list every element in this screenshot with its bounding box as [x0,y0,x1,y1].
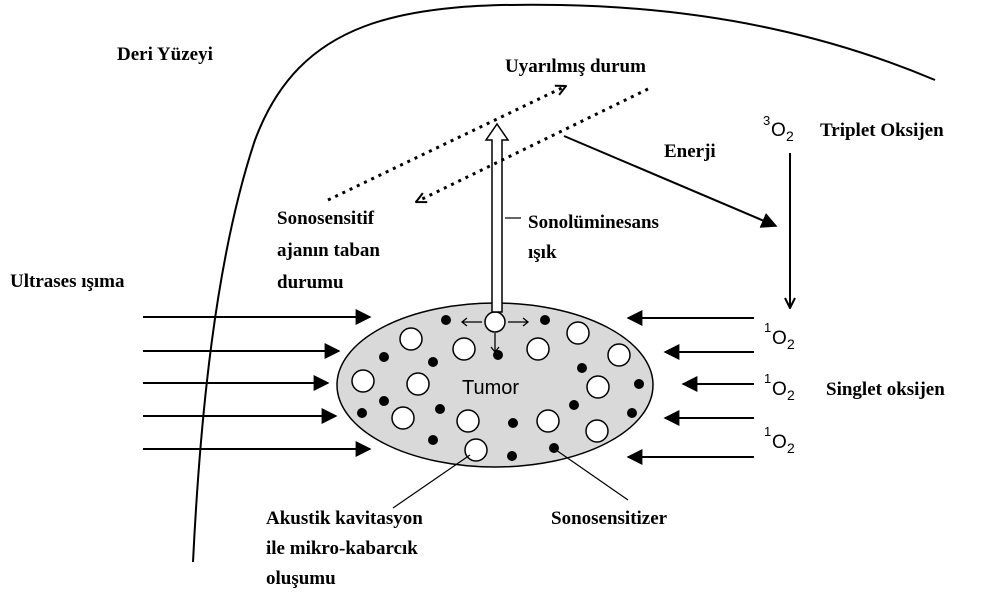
sonosensitizer-dot [435,404,445,414]
sonosensitizer-dot [428,357,438,367]
microbubble [465,439,487,461]
sonosensitizer-dot [569,400,579,410]
ground-state-label-line1: Sonosensitif [277,208,375,229]
svg-text:3: 3 [763,113,770,128]
svg-text:2: 2 [787,387,795,403]
energy-label: Enerji [664,141,716,162]
ground-state-label-line2: ajanın taban [277,240,380,261]
excited-state-label: Uyarılmış durum [505,56,646,77]
tumor-label: Tumor [462,377,519,399]
triplet-oxygen-label: Triplet Oksijen [820,120,944,141]
svg-text:O: O [772,328,787,349]
microbubble [400,328,422,350]
microbubble [567,322,589,344]
ultrasound-label: Ultrases ışıma [10,271,125,292]
microbubble [608,344,630,366]
sonoluminescence-arrow [486,124,508,312]
microbubble [352,370,374,392]
microbubble [392,407,414,429]
singlet-oxygen-symbol-2: 1 O 2 [764,371,795,403]
microbubble [537,410,559,432]
microbubble [453,338,475,360]
sonosensitizer-dot [508,418,518,428]
svg-text:2: 2 [787,440,795,456]
sonosensitizer-dot [540,315,550,325]
svg-text:1: 1 [764,424,771,439]
svg-text:O: O [772,432,787,453]
triplet-oxygen-symbol: 3 O 2 [763,113,794,144]
cavitation-label-line1: Akustik kavitasyon [266,508,423,529]
singlet-oxygen-symbol-3: 1 O 2 [764,424,795,456]
singlet-oxygen-label: Singlet oksijen [826,379,945,400]
svg-text:1: 1 [764,320,771,335]
sonosensitizer-dot [441,315,451,325]
ultrasound-arrows [143,317,370,449]
microbubble [527,338,549,360]
ground-state-label-line3: durumu [277,272,344,293]
sonoluminescence-label-line2: ışık [528,242,557,263]
sonosensitizer-dot [507,451,517,461]
sonosensitizer-dot [379,352,389,362]
sonosensitizer-dot [627,408,637,418]
microbubble [587,376,609,398]
sonosensitizer-label: Sonosensitizer [551,508,668,529]
cavitation-label-line3: oluşumu [266,568,336,589]
svg-text:2: 2 [787,336,795,352]
cavitation-leader-line [393,455,470,508]
relaxation-dotted-arrow [416,89,648,202]
sonoluminescence-label-line1: Sonolüminesans [528,212,659,233]
sonosensitizer-dot [428,435,438,445]
sonosensitizer-leader-line [556,450,628,500]
cavitation-label-line2: ile mikro-kabarcık [266,538,418,559]
microbubble [457,410,479,432]
sonosensitizer-dot [634,379,644,389]
singlet-oxygen-symbol-1: 1 O 2 [764,320,795,352]
sonosensitizer-dot [357,408,367,418]
sonosensitizer-dot [379,396,389,406]
svg-text:2: 2 [786,128,794,144]
microbubble [586,420,608,442]
svg-text:O: O [772,379,787,400]
microbubble [407,373,429,395]
microbubble-center [485,312,505,332]
skin-surface-label: Deri Yüzeyi [117,44,213,65]
svg-text:1: 1 [764,371,771,386]
sonosensitizer-dot [577,363,587,373]
svg-text:O: O [771,120,786,141]
excitation-dotted-arrow [328,86,566,200]
